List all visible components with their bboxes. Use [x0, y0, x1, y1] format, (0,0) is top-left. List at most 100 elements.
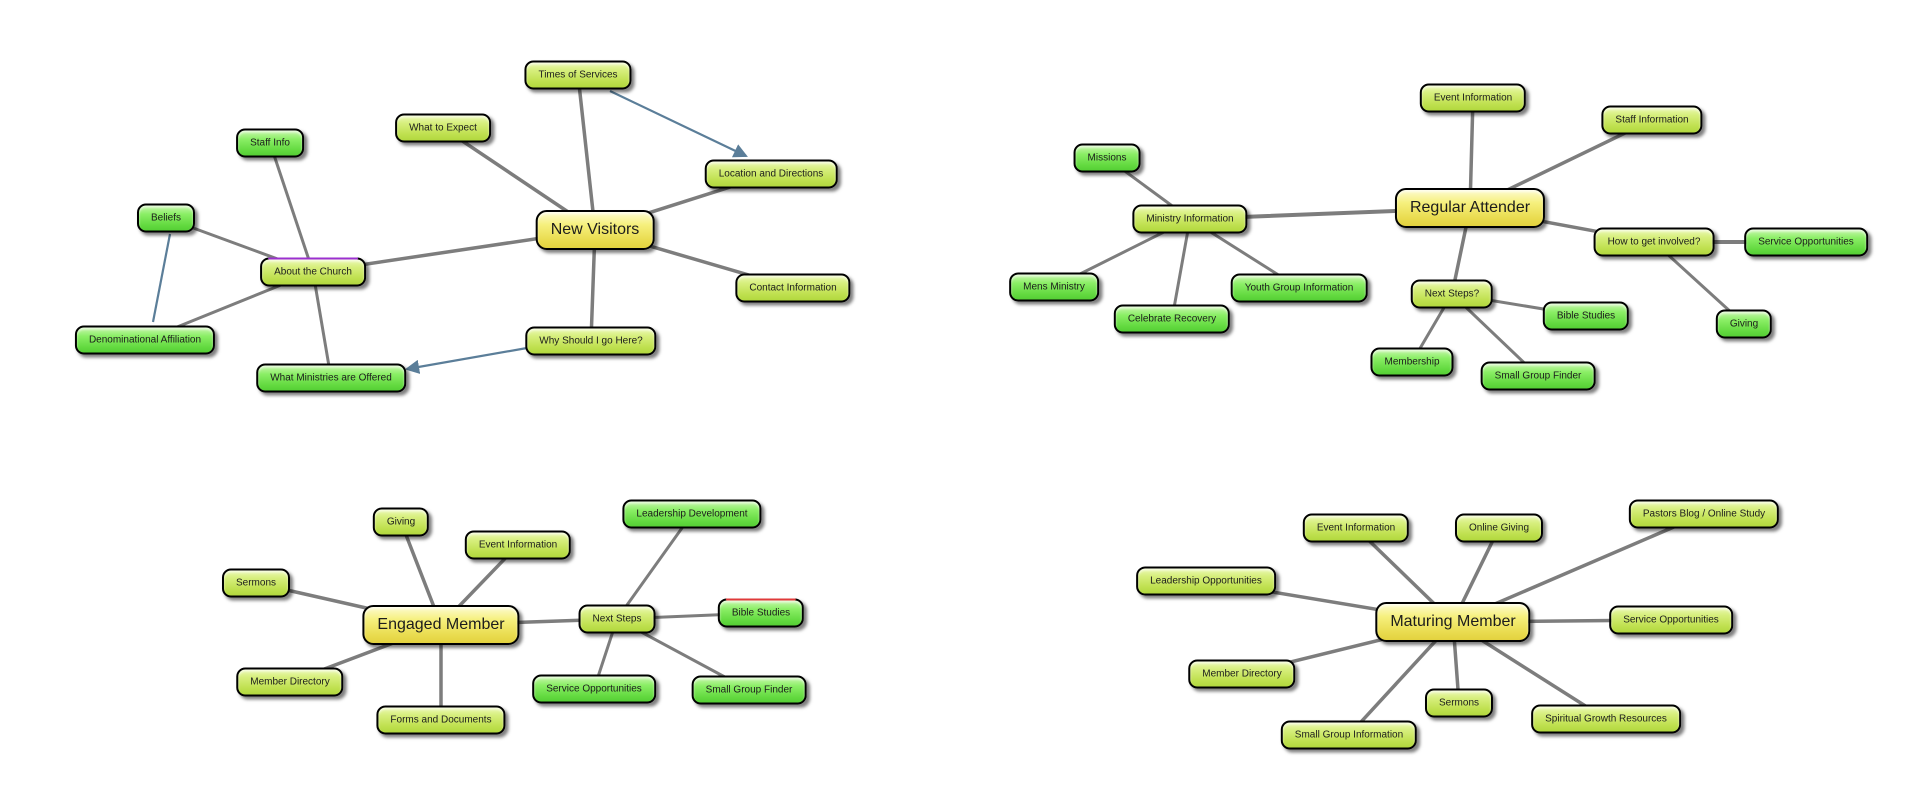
mindmap-node-what-to-expect[interactable]: What to Expect: [395, 113, 491, 143]
node-label: Celebrate Recovery: [1127, 313, 1217, 325]
node-label: Ministry Information: [1146, 213, 1234, 225]
mindmap-node-beliefs[interactable]: Beliefs: [136, 203, 196, 233]
relationship-arrow: [404, 346, 528, 374]
mindmap-node-engaged-member[interactable]: Engaged Member: [362, 605, 520, 645]
mindmap-node-forms-and-documents[interactable]: Forms and Documents: [376, 705, 506, 735]
mindmap-node-membership[interactable]: Membership: [1370, 347, 1454, 377]
mindmap-node-event-information-4[interactable]: Event Information: [1302, 513, 1410, 543]
mindmap-node-online-giving[interactable]: Online Giving: [1454, 513, 1544, 543]
node-label: Service Opportunities: [1758, 236, 1854, 248]
node-label: Event Information: [478, 539, 558, 551]
relationship-arrow: [609, 90, 748, 158]
node-label: Regular Attender: [1409, 199, 1531, 216]
node-label: What Ministries are Offered: [270, 372, 392, 384]
node-label: Next Steps?: [1424, 288, 1480, 300]
node-label: Beliefs: [150, 212, 182, 224]
node-label: Maturing Member: [1390, 613, 1516, 630]
mindmap-node-small-group-information[interactable]: Small Group Information: [1280, 720, 1418, 750]
mindmap-node-new-visitors[interactable]: New Visitors: [535, 210, 655, 250]
node-label: Giving: [1729, 318, 1759, 330]
edge-line: [576, 73, 597, 232]
mindmap-node-small-group-finder-2[interactable]: Small Group Finder: [1480, 361, 1596, 391]
mindmap-node-event-information-3[interactable]: Event Information: [464, 530, 572, 560]
mindmap-node-regular-attender[interactable]: Regular Attender: [1394, 188, 1546, 228]
node-label: Member Directory: [1202, 668, 1282, 680]
mindmap-node-ministry-information[interactable]: Ministry Information: [1132, 204, 1248, 234]
mindmap-node-staff-info[interactable]: Staff Info: [236, 128, 304, 158]
node-label: Event Information: [1316, 522, 1396, 534]
mindmap-node-service-opportunities-4[interactable]: Service Opportunities: [1609, 605, 1733, 635]
node-label: Sermons: [235, 577, 277, 589]
node-label: Staff Info: [250, 137, 290, 149]
mindmap-node-youth-group-information[interactable]: Youth Group Information: [1230, 273, 1368, 303]
node-label: Forms and Documents: [390, 714, 492, 726]
mindmap-node-what-ministries[interactable]: What Ministries are Offered: [256, 363, 406, 393]
node-label: Contact Information: [749, 282, 837, 294]
mindmap-node-event-information-2[interactable]: Event Information: [1419, 83, 1527, 113]
node-accent-mark: [268, 257, 358, 260]
mindmap-node-giving-3[interactable]: Giving: [372, 507, 430, 537]
node-label: Service Opportunities: [1623, 614, 1719, 626]
node-label: New Visitors: [550, 221, 640, 238]
node-label: Small Group Information: [1294, 729, 1404, 741]
mindmap-node-sermons-3[interactable]: Sermons: [221, 568, 291, 598]
mindmap-node-small-group-finder-3[interactable]: Small Group Finder: [691, 675, 807, 705]
node-label: Times of Services: [538, 69, 618, 81]
mindmap-node-next-steps-2[interactable]: Next Steps?: [1410, 279, 1494, 309]
edge-line: [268, 141, 315, 274]
edge-line: [615, 512, 694, 621]
node-label: Staff Information: [1615, 114, 1689, 126]
node-label: Spiritual Growth Resources: [1545, 713, 1667, 725]
mindmap-node-about-the-church[interactable]: About the Church: [260, 257, 366, 287]
node-label: Engaged Member: [377, 616, 505, 633]
node-label: Youth Group Information: [1244, 282, 1354, 294]
mindmap-node-bible-studies-2[interactable]: Bible Studies: [1542, 301, 1630, 331]
mindmap-node-times-of-services[interactable]: Times of Services: [524, 60, 632, 90]
mindmap-node-mens-ministry[interactable]: Mens Ministry: [1009, 272, 1099, 302]
node-label: About the Church: [274, 266, 352, 278]
mindmap-node-pastors-blog[interactable]: Pastors Blog / Online Study: [1628, 499, 1780, 529]
node-label: Member Directory: [250, 676, 330, 688]
mindmap-node-member-directory-4[interactable]: Member Directory: [1188, 659, 1296, 689]
mindmap-node-celebrate-recovery[interactable]: Celebrate Recovery: [1113, 304, 1231, 334]
mindmap-node-service-opportunities-3[interactable]: Service Opportunities: [532, 674, 656, 704]
node-label: Missions: [1087, 152, 1127, 164]
node-label: Location and Directions: [718, 168, 824, 180]
mindmap-node-giving-2[interactable]: Giving: [1715, 309, 1773, 339]
mindmap-node-member-directory-3[interactable]: Member Directory: [236, 667, 344, 697]
node-label: Bible Studies: [731, 607, 791, 619]
node-label: Service Opportunities: [546, 683, 642, 695]
mindmap-node-spiritual-growth-resources[interactable]: Spiritual Growth Resources: [1531, 704, 1681, 734]
node-label: Pastors Blog / Online Study: [1642, 508, 1766, 520]
mindmap-node-missions[interactable]: Missions: [1073, 143, 1141, 173]
mindmap-node-service-opportunities-2[interactable]: Service Opportunities: [1744, 227, 1868, 257]
edge-line: [311, 270, 333, 380]
mindmap-node-leadership-opportunities[interactable]: Leadership Opportunities: [1136, 566, 1276, 596]
node-label: Giving: [386, 516, 416, 528]
mindmap-node-contact-information[interactable]: Contact Information: [735, 273, 851, 303]
node-label: Next Steps: [592, 613, 642, 625]
mindmap-node-bible-studies-3[interactable]: Bible Studies: [717, 598, 805, 628]
mindmap-node-how-to-get-involved[interactable]: How to get involved?: [1593, 227, 1715, 257]
node-label: Sermons: [1438, 697, 1480, 709]
mindmap-node-denominational-affiliation[interactable]: Denominational Affiliation: [74, 325, 216, 355]
node-label: Leadership Opportunities: [1150, 575, 1262, 587]
node-label: Denominational Affiliation: [88, 334, 202, 346]
edge-line: [1170, 217, 1192, 321]
node-label: Event Information: [1433, 92, 1513, 104]
node-accent-mark: [725, 598, 797, 601]
node-label: Why Should I go Here?: [539, 335, 643, 347]
mindmap-node-location-directions[interactable]: Location and Directions: [704, 159, 838, 189]
node-label: Leadership Development: [636, 508, 748, 520]
mindmap-node-next-steps-3[interactable]: Next Steps: [578, 604, 656, 634]
node-label: Small Group Finder: [1494, 370, 1582, 382]
mindmap-node-leadership-development[interactable]: Leadership Development: [622, 499, 762, 529]
mindmap-node-maturing-member[interactable]: Maturing Member: [1375, 602, 1531, 642]
relationship-arrow: [151, 233, 172, 323]
node-label: Bible Studies: [1556, 310, 1616, 322]
mindmap-node-why-should-i-go[interactable]: Why Should I go Here?: [525, 326, 657, 356]
mindmap-node-sermons-4[interactable]: Sermons: [1424, 688, 1494, 718]
node-label: How to get involved?: [1607, 236, 1701, 248]
mindmap-node-staff-information-2[interactable]: Staff Information: [1601, 105, 1703, 135]
